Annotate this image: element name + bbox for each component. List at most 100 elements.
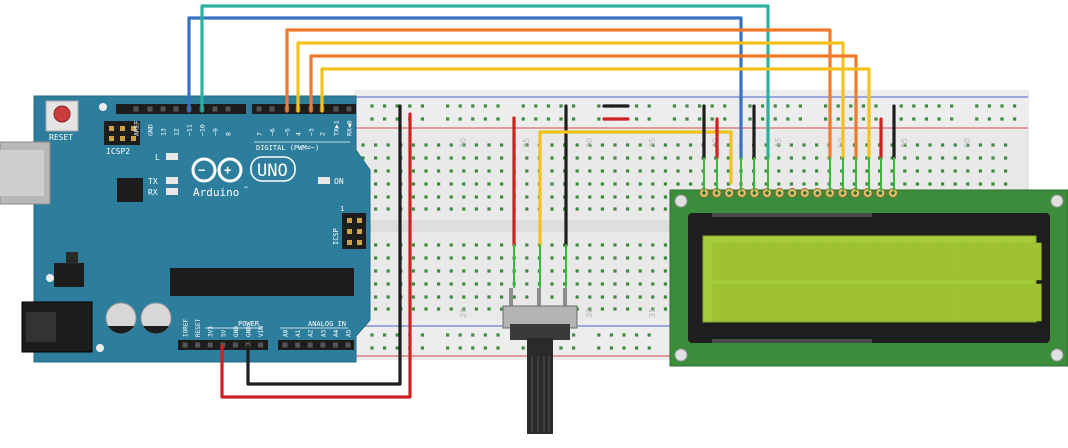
rail-hole [950,104,954,108]
lcd-mount-hole [1050,348,1064,362]
lcd-pin-hole [752,191,757,195]
breadboard-hole [903,169,907,173]
power-pin-label: 3V3 [208,326,215,337]
rail-hole [1013,104,1017,108]
lcd-char-cell [1001,283,1022,322]
rail-hole [521,117,525,121]
capacitor-stripe [143,326,169,334]
rail-hole [458,346,462,350]
breadboard-hole [802,182,806,186]
breadboard-hole [600,169,604,173]
header-hole [320,342,326,348]
header-hole [282,342,288,348]
board-mount-hole [46,274,54,282]
breadboard-hole [600,282,604,286]
digital-pin-label: 8 [225,132,233,136]
breadboard-hole [613,207,617,211]
microcontroller-chip [170,268,354,296]
potentiometer [502,288,578,434]
rail-hole [370,104,374,108]
breadboard-hole [777,143,781,147]
breadboard-hole [1004,143,1008,147]
breadboard-hole [638,256,642,260]
breadboard-hole [437,307,441,311]
rail-hole [546,104,550,108]
rail-hole [622,346,626,350]
breadboard-hole [575,182,579,186]
breadboard-hole [852,169,856,173]
digital-pin-label: 2 [319,132,327,136]
breadboard-hole [626,169,630,173]
lcd-char-cell [856,283,877,322]
power-pin-label: VIN [258,326,265,337]
breadboard-hole [487,182,491,186]
breadboard-hole [777,169,781,173]
rail-hole [647,104,651,108]
power-jack-inner [26,312,56,342]
breadboard-hole [474,207,478,211]
wire-black-gnd [246,104,402,386]
lcd-pin-hole [815,191,820,195]
rail-hole [420,117,424,121]
breadboard-hole [802,156,806,160]
breadboard-hole [411,182,415,186]
uno-label: UNO [257,161,288,181]
rail-hole [899,117,903,121]
breadboard-hole [638,243,642,247]
breadboard-hole [613,269,617,273]
power-pin-label: 5V [220,329,227,337]
breadboard-hole [411,269,415,273]
header-hole [232,342,238,348]
lcd-pin-hole [803,191,807,195]
breadboard-hole [487,282,491,286]
icsp2-pin [109,126,114,131]
breadboard-hole [802,143,806,147]
breadboard-hole [928,156,932,160]
reset-button[interactable] [53,105,71,123]
breadboard-hole [437,243,441,247]
digital-label: DIGITAL (PWM=~) [256,144,319,152]
breadboard-hole [487,256,491,260]
breadboard-hole [651,256,655,260]
breadboard-hole [651,295,655,299]
breadboard-hole [638,207,642,211]
pot-pin [537,288,541,310]
breadboard-hole [966,143,970,147]
breadboard-hole [525,169,529,173]
rail-hole [458,104,462,108]
rail-hole [597,117,601,121]
breadboard-hole [525,295,529,299]
breadboard-hole [500,269,504,273]
breadboard-hole [651,156,655,160]
icsp-header-body [342,213,366,249]
rail-hole [471,346,475,350]
breadboard-hole [411,156,415,160]
breadboard-hole [600,269,604,273]
rail-hole [383,333,387,337]
breadboard-hole [663,295,667,299]
breadboard-hole [474,269,478,273]
rail-hole [761,104,765,108]
icsp-pin [347,218,352,223]
pot-shaft-knurl [531,356,550,432]
breadboard-hole [550,143,554,147]
lcd-bezel-edge-top [712,213,872,217]
breadboard-hole [689,182,693,186]
breadboard-hole [663,256,667,260]
breadboard-hole [588,243,592,247]
breadboard-hole [424,256,428,260]
breadboard-hole [638,143,642,147]
breadboard-hole [865,156,869,160]
breadboard-hole [449,307,453,311]
breadboard-hole [449,195,453,199]
rail-hole [420,333,424,337]
on-label: ON [334,177,344,186]
breadboard-hole [411,243,415,247]
breadboard-hole [550,256,554,260]
rail-hole [483,104,487,108]
header-hole [295,342,301,348]
breadboard-hole [840,182,844,186]
breadboard-hole [626,307,630,311]
breadboard-hole [966,169,970,173]
breadboard-hole [638,269,642,273]
